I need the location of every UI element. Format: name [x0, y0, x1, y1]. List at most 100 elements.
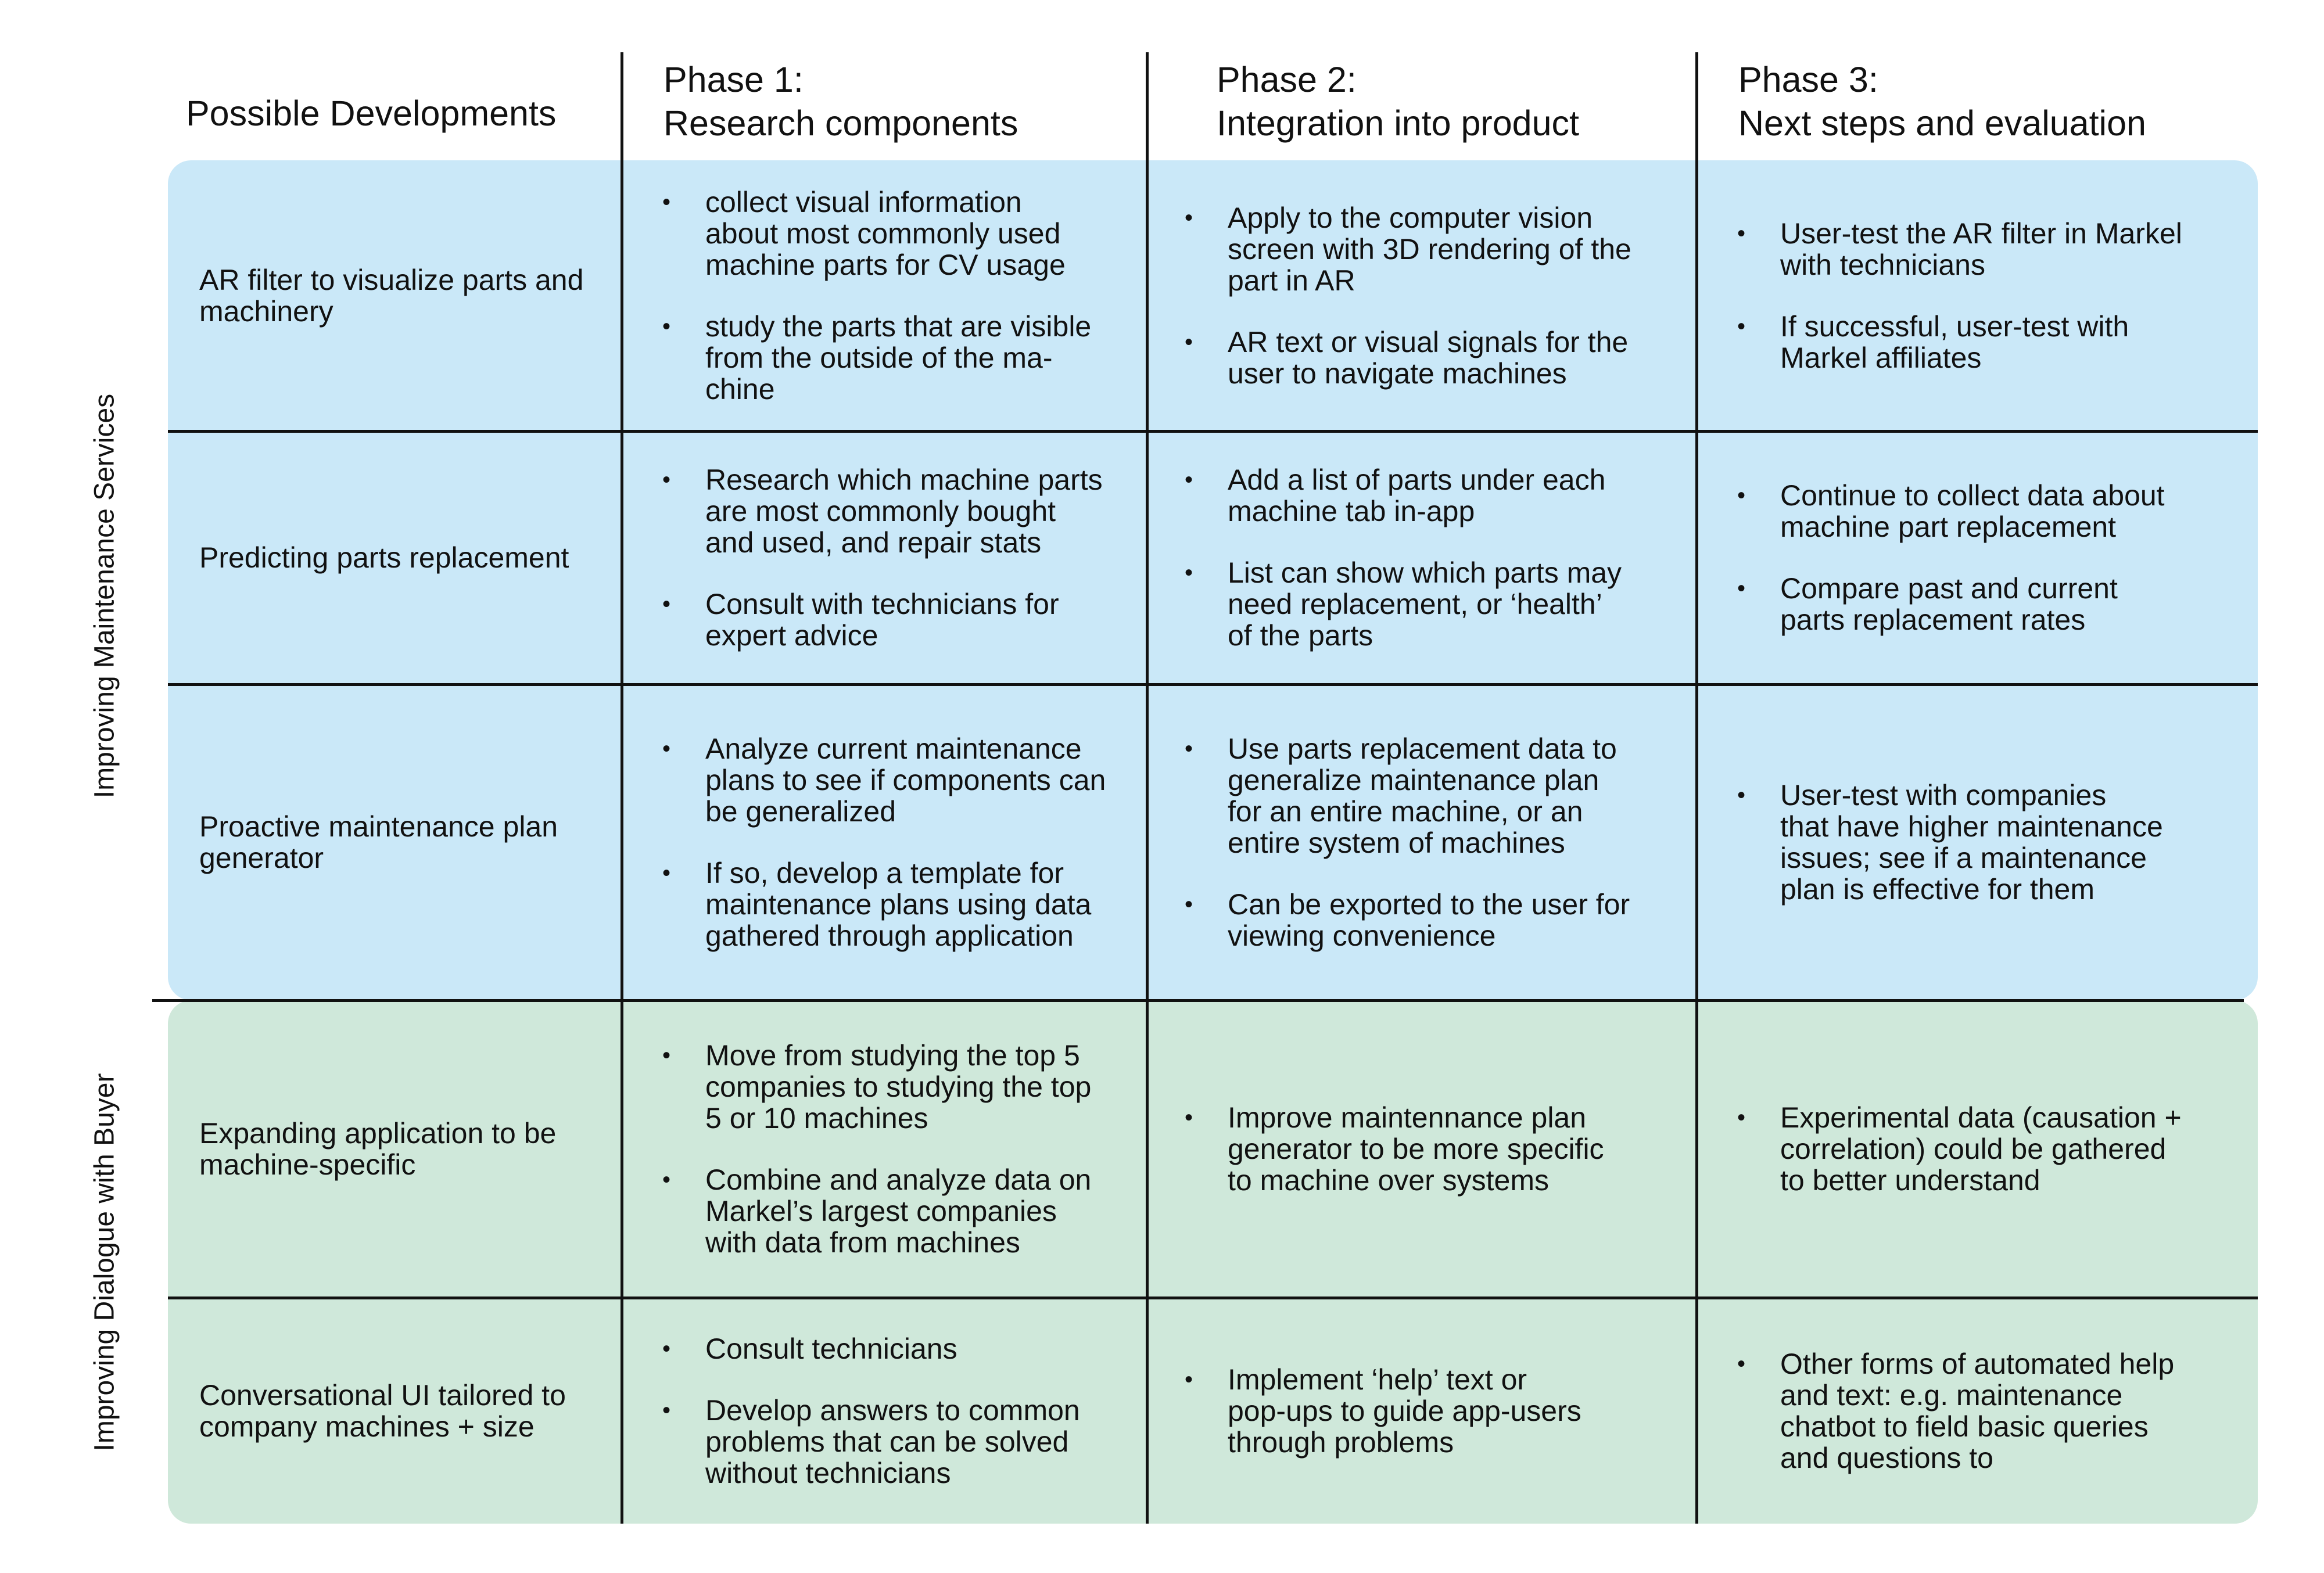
bullet-icon: • — [662, 1335, 671, 1362]
bullet-text-line: Implement ‘help’ text or — [1228, 1363, 1527, 1396]
bullet-icon: • — [1185, 329, 1193, 355]
bullet-icon: • — [662, 1167, 671, 1193]
bullet-icon: • — [1185, 205, 1193, 231]
bullet-text-line: Analyze current maintenance — [705, 732, 1082, 765]
bullet-text-line: machine parts for CV usage — [705, 249, 1066, 281]
bullet-text-line: companies to studying the top — [705, 1071, 1092, 1103]
bullet-icon: • — [1185, 1105, 1193, 1130]
bullet-text-line: If so, develop a template for — [705, 857, 1064, 889]
bullet-text-line: study the parts that are visible — [705, 310, 1092, 343]
bullet-text-line: need replacement, or ‘health’ — [1228, 588, 1602, 620]
bullet-text-line: issues; see if a maintenance — [1780, 842, 2147, 874]
bullet-icon: • — [662, 736, 671, 762]
bullet-text-line: Research which machine parts — [705, 464, 1103, 496]
bullet-text-line: correlation) could be gathered — [1780, 1133, 2167, 1165]
phase-2-title: Integration into product — [1217, 103, 1579, 143]
bullet-text-line: through problems — [1228, 1425, 1454, 1459]
row-label: Predicting parts replacement — [199, 431, 621, 684]
bullet-text-line: AR text or visual signals for the — [1228, 326, 1629, 358]
bullet-text-line: Compare past and current — [1780, 572, 2118, 605]
bullet-text-line: Other forms of automated help — [1780, 1347, 2175, 1380]
bullet-text-line: be generalized — [705, 795, 896, 828]
bullet-text-line: List can show which parts may — [1228, 556, 1622, 589]
bullet-icon: • — [662, 314, 671, 339]
row-label-line: Predicting parts replacement — [199, 541, 569, 574]
bullet-text-line: with data from machines — [705, 1226, 1020, 1259]
bullet-icon: • — [1737, 1351, 1746, 1377]
phase-3-cell: • Experimental data (causation +correlati… — [1737, 1000, 2258, 1298]
bullet-icon: • — [1185, 892, 1193, 917]
row-divider — [168, 683, 2258, 686]
row-label-line: machinery — [199, 295, 333, 328]
phase-1-number: Phase 1: — [664, 60, 804, 99]
bullet-text-line: generator to be more specific — [1228, 1133, 1604, 1165]
header-phase-2: Phase 2: Integration into product — [1217, 58, 1579, 145]
row-label-line: Proactive maintenance plan — [199, 810, 558, 843]
bullet-text-line: plans to see if components can — [705, 764, 1106, 796]
row-divider — [152, 999, 2244, 1002]
bullet-text-line: viewing convenience — [1228, 920, 1496, 952]
bullet-text-line: Use parts replacement data to — [1228, 732, 1617, 765]
bullet-text-line: Continue to collect data about — [1780, 479, 2165, 512]
bullet-text-line: parts replacement rates — [1780, 604, 2086, 636]
bullet-text-line: machine part replacement — [1780, 511, 2117, 543]
group-label-dialogue: Improving Dialogue with Buyer — [89, 1073, 120, 1452]
bullet-text-line: entire system of machines — [1228, 827, 1565, 859]
bullet-text-line: Experimental data (causation + — [1780, 1101, 2182, 1134]
bullet-text-line: and questions to — [1780, 1441, 1993, 1474]
bullet-text-line: Consult with technicians for — [705, 588, 1059, 620]
bullet-text-line: Combine and analyze data on — [705, 1163, 1092, 1196]
bullet-item: • Consult technicians — [662, 1332, 1146, 1365]
bullet-icon: • — [662, 591, 671, 617]
bullet-item: • Experimental data (causation +correlati… — [1737, 1101, 2258, 1196]
bullet-text-line: without technicians — [705, 1456, 951, 1489]
bullet-text-line: User-test with companies — [1780, 779, 2107, 811]
row-label-line: AR filter to visualize parts and — [199, 264, 584, 296]
bullet-icon: • — [1185, 467, 1193, 493]
bullet-text-line: maintenance plans using data — [705, 888, 1092, 921]
bullet-icon: • — [1185, 560, 1193, 586]
phase-3-title: Next steps and evaluation — [1738, 103, 2146, 143]
phase-1-title: Research components — [664, 103, 1018, 143]
bullet-text-line: machine tab in-app — [1228, 495, 1475, 527]
bullet-text-line: about most commonly used — [705, 217, 1061, 250]
bullet-text-line: expert advice — [705, 619, 878, 652]
bullet-text-line: with technicians — [1780, 249, 1985, 281]
row-label-line: company machines + size — [199, 1410, 535, 1443]
bullet-text-line: gathered through application — [705, 920, 1074, 952]
bullet-icon: • — [1185, 1366, 1193, 1392]
bullet-text-line: problems that can be solved — [705, 1425, 1069, 1458]
phase-2-number: Phase 2: — [1217, 60, 1357, 99]
header-phase-1: Phase 1: Research components — [664, 58, 1018, 145]
row-label-line: Expanding application to be — [199, 1117, 557, 1150]
bullet-text-line: Consult technicians — [705, 1332, 957, 1365]
bullet-text-line: to machine over systems — [1228, 1164, 1549, 1197]
bullet-icon: • — [1737, 1105, 1746, 1130]
